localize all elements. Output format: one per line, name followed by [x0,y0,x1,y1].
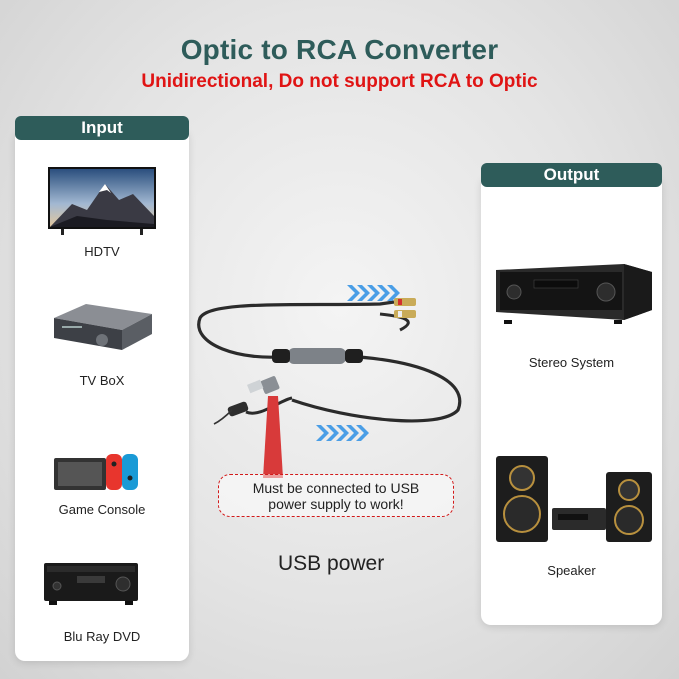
arrow-icon-top [347,285,400,301]
blu-ray-player-icon [44,563,138,605]
tv-icon [48,167,156,235]
page-subtitle: Unidirectional, Do not support RCA to Op… [141,71,538,92]
speaker-system-icon [496,456,652,542]
output-label-speaker: Speaker [547,563,596,578]
input-tab: Input [15,116,189,140]
usb-warning-note: Must be connected to USB power supply to… [218,474,454,517]
usb-power-label: USB power [278,552,385,575]
tv-box-icon [54,304,152,350]
note-line-2: power supply to work! [268,496,404,512]
input-label-blu-ray: Blu Ray DVD [63,629,141,644]
game-console-icon [54,454,138,490]
input-label-game-console: Game Console [58,502,146,517]
arrow-icon-bottom [316,425,369,441]
note-line-1: Must be connected to USB [252,480,420,496]
input-label-tv-box: TV BoX [79,373,125,388]
output-panel [481,175,662,625]
av-receiver-icon [496,264,652,324]
input-label-hdtv: HDTV [84,244,120,259]
output-label-stereo: Stereo System [528,355,615,370]
output-tab: Output [481,163,662,187]
page-title: Optic to RCA Converter [180,34,499,65]
